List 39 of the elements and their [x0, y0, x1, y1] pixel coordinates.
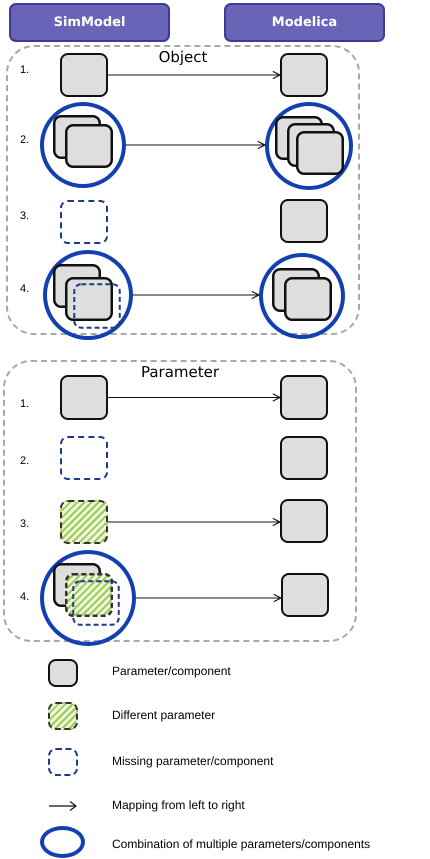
component-box	[280, 199, 328, 243]
row-number: 3.	[20, 210, 30, 222]
combination-circle	[40, 550, 136, 646]
legend-text: Different parameter	[112, 708, 216, 722]
row-number: 2.	[20, 134, 30, 146]
row-number: 4.	[20, 283, 30, 295]
component-box	[280, 53, 328, 97]
legend-text: Mapping from left to right	[112, 798, 245, 812]
row-number: 1.	[20, 398, 30, 410]
row-number: 1.	[20, 64, 30, 76]
arrow	[108, 393, 281, 402]
component-box	[60, 375, 108, 420]
component-box	[281, 573, 329, 617]
row-number: 2.	[20, 455, 30, 467]
legend-text: Parameter/component	[112, 664, 231, 678]
legend-text: Missing parameter/component	[112, 754, 274, 768]
row-number: 4.	[20, 591, 30, 603]
arrow	[133, 290, 260, 300]
combination-circle	[259, 253, 345, 339]
different-parameter-box	[60, 500, 108, 544]
combination-circle	[265, 102, 353, 190]
missing-component-box	[60, 436, 108, 480]
column-header: Modelica	[224, 3, 385, 42]
group-title: Parameter	[140, 363, 220, 381]
column-header: SimModel	[9, 3, 170, 42]
arrow	[108, 70, 281, 80]
component-box	[280, 499, 328, 543]
group-title: Object	[158, 48, 208, 66]
combination-circle	[40, 102, 126, 188]
component-box	[280, 375, 328, 420]
legend-text: Combination of multiple parameters/components	[112, 837, 370, 851]
arrow	[108, 518, 281, 526]
component-box	[60, 53, 108, 97]
arrow	[136, 594, 282, 602]
arrow	[126, 140, 266, 150]
combination-circle	[43, 250, 133, 340]
component-box	[280, 436, 328, 480]
missing-component-box	[60, 200, 108, 244]
row-number: 3.	[20, 518, 30, 530]
